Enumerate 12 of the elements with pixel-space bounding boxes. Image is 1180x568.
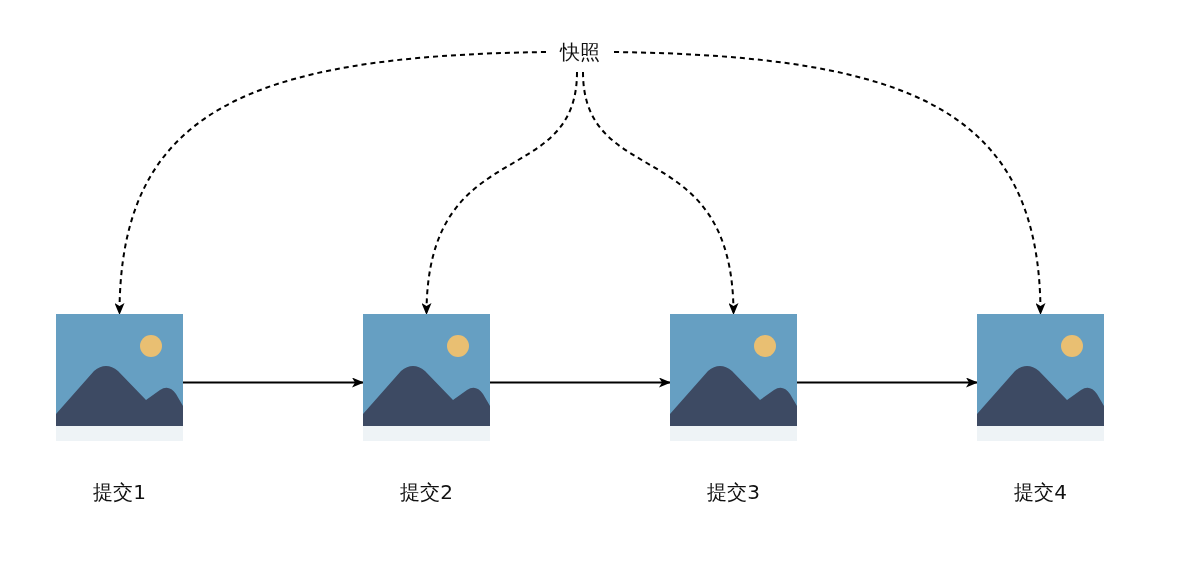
dashed-arrow	[422, 71, 578, 315]
arrow	[796, 377, 978, 388]
dashed-arrow	[613, 51, 1045, 315]
node-label: 提交2	[400, 479, 453, 506]
node-label: 提交3	[707, 479, 760, 506]
dashed-arrow	[115, 51, 547, 315]
arrow	[182, 377, 364, 388]
arrow	[489, 377, 671, 388]
node-label: 快照	[560, 38, 600, 66]
dashed-arrow	[582, 71, 738, 315]
node-label: 提交4	[1014, 479, 1067, 506]
node-label: 提交1	[93, 479, 146, 506]
